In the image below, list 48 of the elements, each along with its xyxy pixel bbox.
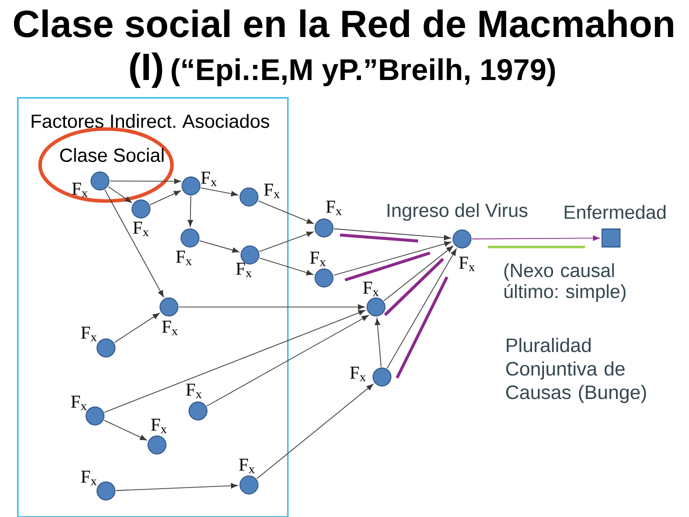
node-label: Ingreso del Virus — [388, 203, 528, 221]
arrow — [188, 196, 194, 227]
arrow — [258, 200, 314, 224]
arrow — [206, 315, 369, 406]
node-label: Enfermedad — [564, 205, 666, 219]
arrow — [114, 312, 160, 343]
factor-label: F$_{x}$ — [72, 182, 88, 198]
arrow — [334, 228, 451, 240]
arrow — [116, 483, 238, 491]
factor-label: F$_{x}$ — [264, 184, 280, 198]
title-numeral: (I) — [130, 52, 162, 88]
factor-label: F$_{x}$ — [71, 396, 87, 410]
factor-label: F$_{x}$ — [459, 256, 475, 272]
arrow — [199, 240, 240, 253]
arrow — [386, 248, 457, 369]
arrow — [259, 258, 314, 276]
arrow — [472, 235, 600, 241]
factor-label: F$_{x}$ — [310, 252, 326, 266]
factor-label: F$_{x}$ — [81, 326, 97, 342]
factor-label: F$_{x}$ — [151, 418, 167, 434]
arrow — [104, 189, 164, 298]
factor-label: F$_{x}$ — [186, 384, 202, 398]
arrow — [256, 384, 374, 480]
arrow — [178, 304, 365, 310]
factor-label: F$_{x}$ — [162, 320, 178, 336]
factor-label: F$_{x}$ — [81, 470, 97, 486]
arrow — [110, 178, 181, 184]
note-text: Pluralidad Conjuntiva de Causas (Bunge) — [506, 338, 646, 404]
note-text: (Nexo causal último: simple) — [504, 263, 626, 302]
arrow — [104, 310, 366, 413]
factor-label: F$_{x}$ — [236, 262, 252, 278]
factor-label: F$_{x}$ — [363, 282, 379, 296]
arrow — [200, 187, 238, 196]
title: Clase social en la Red de Macmahon — [14, 9, 674, 38]
factor-label: F$_{x}$ — [326, 200, 342, 216]
arrow — [383, 246, 454, 302]
arrow — [333, 241, 452, 276]
arrow — [104, 420, 147, 440]
arrow — [150, 190, 181, 206]
factor-label: F$_{x}$ — [350, 366, 366, 382]
factor-label: F$_{x}$ — [201, 172, 217, 186]
arrow — [374, 318, 382, 368]
factor-label: F$_{x}$ — [176, 250, 192, 266]
factor-label: F$_{x}$ — [133, 222, 149, 236]
arrow — [259, 231, 314, 252]
citation: (“Epi.:E,M yP.”Breilh, 1979) — [172, 58, 555, 86]
arrow — [108, 186, 132, 203]
factor-label: F$_{x}$ — [239, 458, 255, 474]
